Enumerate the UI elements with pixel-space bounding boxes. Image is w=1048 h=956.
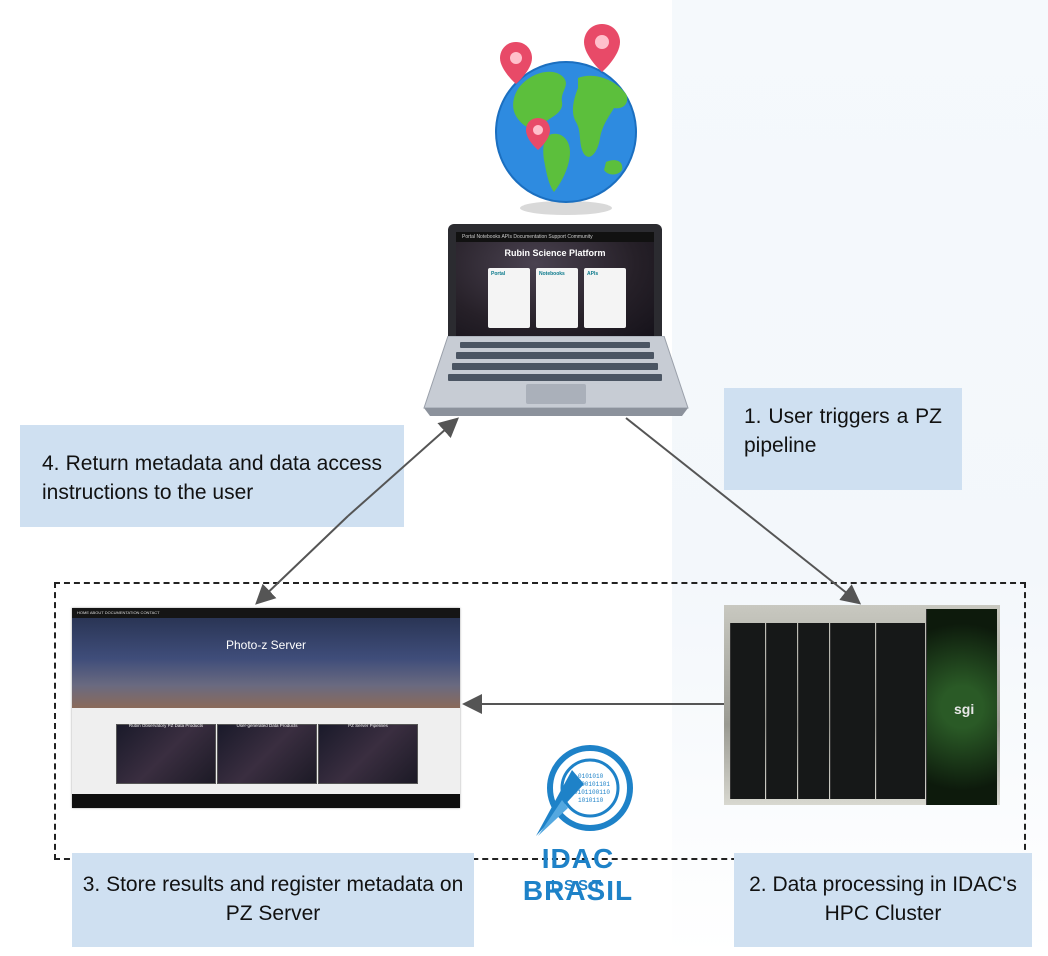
rsp-card: Portal <box>488 268 530 328</box>
map-pin-icon <box>526 118 550 150</box>
rack <box>730 623 765 799</box>
pz-card: User-generated Data Products <box>217 723 317 784</box>
rsp-title: Rubin Science Platform <box>504 248 606 258</box>
pz-nav: HOME ABOUT DOCUMENTATION CONTACT <box>72 608 460 618</box>
rsp-nav: Portal Notebooks APIs Documentation Supp… <box>456 232 654 242</box>
svg-text:1100101101: 1100101101 <box>574 781 610 788</box>
step-1-box: 1. User triggers a PZ pipeline <box>724 388 962 490</box>
rack <box>926 609 997 805</box>
pz-title: Photo-z Server <box>225 638 307 652</box>
globe-icon <box>495 24 637 215</box>
rack <box>766 623 797 799</box>
step-3-box: 3. Store results and register metadata o… <box>72 853 474 947</box>
rack <box>798 623 829 799</box>
laptop-icon <box>423 336 689 416</box>
arrow-to-laptop <box>347 417 459 517</box>
pz-hero <box>72 618 460 708</box>
arrow-laptop-to-hpc <box>625 417 862 605</box>
hpc-cluster-photo: sgi <box>724 605 1000 805</box>
pz-server-screenshot: HOME ABOUT DOCUMENTATION CONTACT Photo-z… <box>72 608 460 808</box>
idac-brasil-logo: 0101010 1100101101 0101100110 1010110 <box>536 745 633 836</box>
step-4-box: 4. Return metadata and data access instr… <box>20 425 404 527</box>
svg-text:1010110: 1010110 <box>578 797 604 804</box>
step-2-box: 2. Data processing in IDAC's HPC Cluster <box>734 853 1032 947</box>
pz-card: Rubin Observatory PZ Data Products <box>116 723 216 784</box>
pz-card: PZ Server Pipelines <box>318 723 418 784</box>
rsp-screenshot: Portal Notebooks APIs Documentation Supp… <box>456 232 654 338</box>
map-pin-icon <box>584 24 620 72</box>
idac-logo-sub: LSST <box>550 877 606 894</box>
pz-footer <box>72 794 460 808</box>
rack <box>876 623 925 799</box>
idac-logo-name: IDAC BRASIL <box>522 843 634 906</box>
sgi-label: sgi <box>954 701 975 717</box>
rack <box>830 623 875 799</box>
svg-text:0101010: 0101010 <box>578 773 604 780</box>
svg-text:0101100110: 0101100110 <box>574 789 610 796</box>
idac-region <box>54 582 1026 860</box>
map-pin-icon <box>500 42 532 84</box>
arrow-to-pz <box>255 515 349 605</box>
rsp-card: APIs <box>584 268 626 328</box>
rsp-card: Notebooks <box>536 268 578 328</box>
